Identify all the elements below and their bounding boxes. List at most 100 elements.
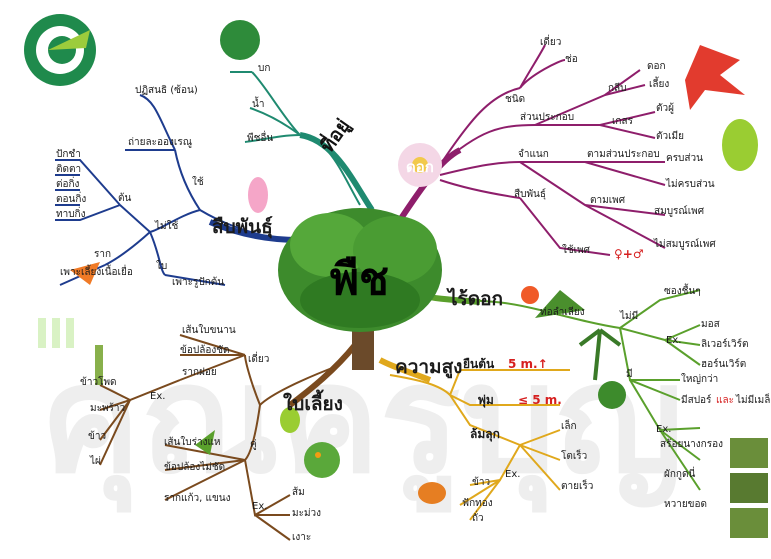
pistil-icon bbox=[722, 119, 758, 171]
di-ex: Ex. bbox=[252, 501, 268, 512]
habitat-item: น้ำ bbox=[252, 99, 265, 110]
stem-item: ทาบกิ่ง bbox=[56, 209, 86, 220]
di-item: ข้อปล้องไม่ชัด bbox=[164, 462, 226, 473]
flowerless-no-item: มอส bbox=[701, 319, 720, 330]
tree-icon bbox=[278, 208, 442, 370]
height-tree-value: 5 m.↑ bbox=[508, 357, 548, 371]
flower-by-parts-item: ไม่ครบส่วน bbox=[666, 179, 715, 190]
stem-item: ต่อกิ่ง bbox=[56, 179, 80, 190]
flower-bunch: ช่อ bbox=[565, 54, 578, 65]
branch-leaves-label: ใบเลี้ยง bbox=[283, 393, 343, 415]
flower-kinds: ชนิด bbox=[505, 94, 526, 105]
herb-item: โตเร็ว bbox=[561, 451, 588, 462]
flower-single: เดี่ยว bbox=[540, 37, 562, 48]
sex-symbols: ♀+♂ bbox=[614, 247, 644, 261]
fern-photo-icon bbox=[730, 438, 768, 538]
di-example: ส้ม bbox=[292, 487, 305, 498]
fern-item: หวายขอด bbox=[664, 499, 708, 510]
test-tube-icon bbox=[38, 318, 74, 348]
gerbera-icon bbox=[521, 286, 539, 304]
bean-icon bbox=[280, 407, 300, 433]
stem-item: ติดตา bbox=[56, 164, 82, 175]
mono-example: ข้าว bbox=[88, 431, 107, 442]
flowerless-no-item: ซองชื้นๆ bbox=[664, 286, 701, 297]
branch-height-label: ความสูง bbox=[395, 356, 463, 378]
flowerless-no-item: ลิเวอร์เวิร์ต bbox=[701, 339, 749, 350]
leaves-di: คู่ bbox=[250, 439, 257, 450]
flower-sexual: ใช้เพศ bbox=[562, 245, 591, 256]
fern-icon bbox=[535, 290, 585, 318]
mono-ex: Ex. bbox=[150, 391, 166, 402]
habitat-item: พืชอื่น bbox=[247, 133, 274, 144]
height-herb: ล้มลุก bbox=[470, 427, 500, 441]
height-example: ฟักทอง bbox=[462, 498, 493, 509]
flower-reproduce: สืบพันธุ์ bbox=[514, 189, 546, 200]
shrub-icon bbox=[598, 381, 626, 409]
flower-petal: กลีบ bbox=[608, 83, 627, 94]
carrot-icon bbox=[70, 262, 100, 285]
herb-item: เล็ก bbox=[561, 421, 577, 432]
center-title: พืช bbox=[330, 254, 389, 305]
flower-by-parts-item: ครบส่วน bbox=[666, 153, 703, 164]
flower-petal-item: เลี้ยง bbox=[649, 79, 670, 90]
branch-flowerless-label: ไร้ดอก bbox=[448, 288, 504, 310]
flower-by-sex: ตามเพศ bbox=[590, 195, 626, 206]
herb-item: ตายเร็ว bbox=[561, 481, 594, 492]
logo-icon bbox=[24, 14, 96, 86]
fern-item: สร้อยนางกรอง bbox=[660, 439, 723, 450]
leaves-mono: เดี่ยว bbox=[248, 354, 270, 365]
flowerless-yes: มี bbox=[626, 369, 633, 380]
flower-petal-item: ดอก bbox=[647, 61, 666, 72]
flowerless-vessel: ท่อลำเลียง bbox=[540, 307, 585, 318]
reproduction-spore: ถ่ายละอองเรณู bbox=[128, 137, 192, 148]
stem-item: ปักชำ bbox=[56, 149, 81, 160]
mono-item: รากฝอย bbox=[182, 367, 217, 378]
height-example: ถั่ว bbox=[472, 513, 484, 524]
habitat-item: บก bbox=[258, 63, 271, 74]
reproduction-leaf2: เพาะรูปักต้น bbox=[172, 277, 225, 288]
flower-pollen-item: ตัวเมีย bbox=[656, 131, 684, 142]
flower-by-sex-item: สมบูรณ์เพศ bbox=[654, 206, 705, 217]
height-ex: Ex. bbox=[505, 469, 521, 480]
mono-example: ข้าวโพด bbox=[80, 377, 117, 388]
reproduction-root: ราก bbox=[94, 249, 112, 260]
flower-classify: จำแนก bbox=[518, 149, 549, 160]
leaf-icon bbox=[195, 430, 215, 455]
flowerless-no: ไม่มี bbox=[620, 311, 639, 322]
height-example: ข้าว bbox=[472, 477, 491, 488]
reproduction-stem: ต้น bbox=[118, 193, 132, 204]
flower-by-sex-item: ไม่สมบูรณ์เพศ bbox=[654, 239, 716, 250]
mono-item: เส้นใบขนาน bbox=[182, 325, 236, 336]
height-tree: ยืนต้น bbox=[463, 357, 495, 371]
di-example: เงาะ bbox=[292, 532, 312, 543]
reproduction-leaf: ใบ bbox=[156, 261, 168, 272]
stem-item: ตอนกิ่ง bbox=[56, 194, 87, 205]
reproduction-sexual: ใช้ bbox=[192, 177, 204, 188]
branch-reproduction-label: สืบพันธุ์ bbox=[212, 216, 273, 238]
condom-mascot-icon bbox=[248, 177, 268, 213]
reproduction-tissue: เพาะเลี้ยงเนื้อเยื่อ bbox=[60, 267, 133, 278]
flowerless-ex2: Ex. bbox=[656, 424, 672, 435]
fern-item: ผักกูดนี่ bbox=[664, 469, 696, 480]
flower-icon bbox=[398, 143, 442, 187]
palm-icon bbox=[578, 328, 622, 381]
flower-pollen: เกสร bbox=[612, 116, 633, 127]
height-shrub: พุ่ม bbox=[478, 393, 494, 407]
branch-flower-label: ดอก bbox=[406, 158, 434, 176]
di-example: มะม่วง bbox=[292, 508, 322, 519]
flowerless-and: และ bbox=[716, 395, 734, 406]
mono-item: ข้อปล้องชัด bbox=[180, 345, 230, 356]
di-item: เส้นใบร่างแห bbox=[164, 437, 221, 448]
height-shrub-value: ≤ 5 m. bbox=[518, 393, 562, 407]
flowerless-yes-item: ใหญ่กว่า bbox=[681, 374, 719, 385]
flowerless-ex: Ex. bbox=[666, 335, 682, 346]
flowerless-yes-item: มีสปอร์ bbox=[681, 395, 712, 406]
flowerless-yes-item: ไม่มีเมล็ด bbox=[736, 395, 771, 406]
mono-example: ไผ่ bbox=[90, 456, 101, 467]
red-flower-icon bbox=[685, 45, 745, 110]
flower-by-parts: ตามส่วนประกอบ bbox=[587, 149, 660, 160]
orange-tree-icon bbox=[304, 442, 340, 478]
pumpkin-icon bbox=[418, 482, 446, 504]
